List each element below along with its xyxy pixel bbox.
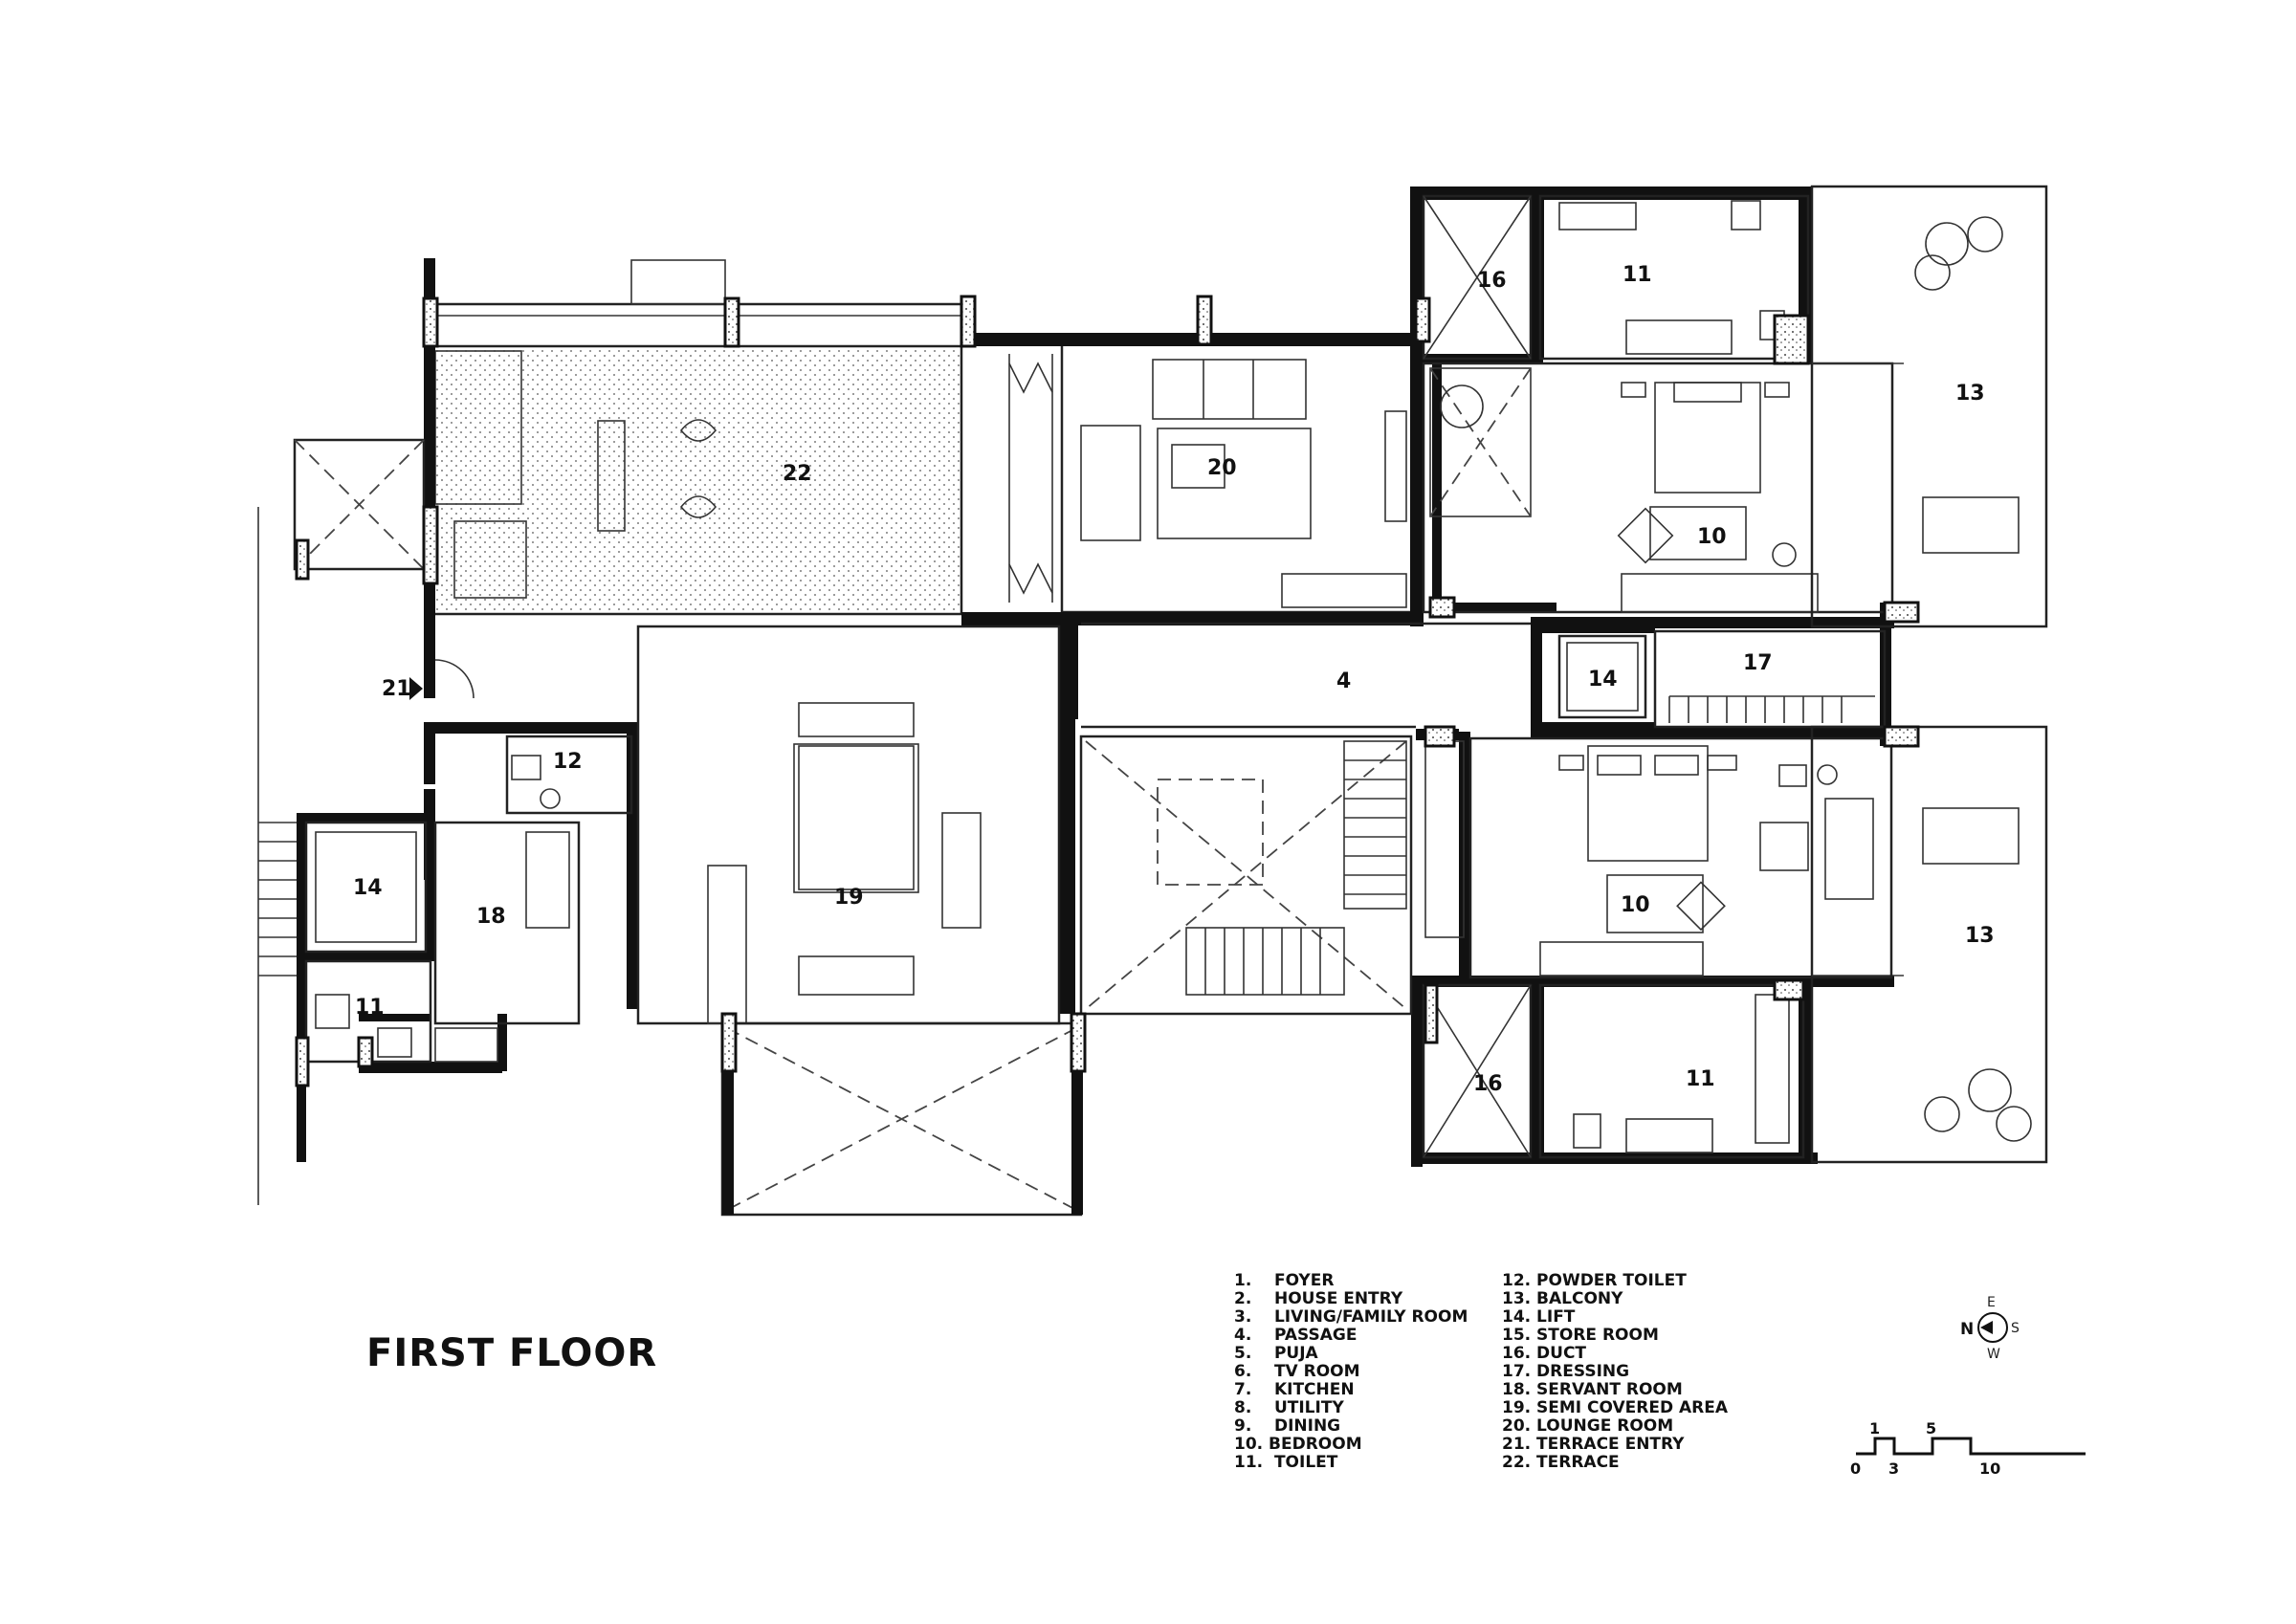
lift-14-upper	[1531, 622, 1655, 734]
void-below-19	[720, 1014, 1083, 1217]
legend-item: 7. KITCHEN	[1234, 1380, 1355, 1399]
duct-16-bottom	[1422, 983, 1533, 1159]
duct-16-top	[1422, 194, 1533, 361]
legend-left: 1. FOYER 2. HOUSE ENTRY 3. LIVING/FAMILY…	[1234, 1272, 1468, 1472]
scale-label-0: 0	[1850, 1459, 1861, 1478]
room-label-13: 13	[1965, 924, 1995, 948]
legend-item: 16. DUCT	[1502, 1344, 1587, 1363]
compass-west-label: W	[1987, 1347, 2000, 1362]
servant-room-18	[433, 821, 581, 1025]
room-label-18: 18	[476, 905, 506, 929]
toilet-11-top	[1538, 194, 1810, 361]
room-label-13: 13	[1955, 382, 1985, 406]
scale-label-10: 10	[1979, 1459, 2000, 1478]
legend-item: 21. TERRACE ENTRY	[1502, 1435, 1685, 1454]
stair-void	[1079, 735, 1413, 1016]
bedroom-10-upper	[1422, 362, 1894, 614]
compass-south-label: S	[2011, 1321, 2020, 1336]
legend-item: 9. DINING	[1234, 1416, 1341, 1436]
powder-toilet-12	[505, 735, 633, 815]
legend-item: 2. HOUSE ENTRY	[1234, 1289, 1403, 1308]
legend-item: 13. BALCONY	[1502, 1289, 1623, 1308]
legend-item: 1. FOYER	[1234, 1271, 1335, 1290]
legend-item: 20. LOUNGE ROOM	[1502, 1416, 1674, 1436]
room-label-17: 17	[1743, 651, 1773, 675]
room-label-21: 21	[382, 677, 411, 701]
toilet-11-bottom	[1538, 983, 1805, 1159]
room-label-10: 10	[1697, 525, 1727, 549]
legend-right: 12. POWDER TOILET 13. BALCONY 14. LIFT 1…	[1502, 1272, 1728, 1472]
terrace-22	[429, 259, 963, 616]
room-label-11: 11	[1623, 263, 1652, 287]
columns	[295, 295, 1920, 1087]
compass-east-label: E	[1987, 1295, 1996, 1310]
scale-label-1: 1	[1869, 1419, 1880, 1437]
legend-item: 5. PUJA	[1234, 1344, 1318, 1363]
drawing-title: FIRST FLOOR	[366, 1331, 658, 1375]
legend-item: 4. PASSAGE	[1234, 1326, 1358, 1345]
legend-item: 14. LIFT	[1502, 1307, 1576, 1327]
room-label-10: 10	[1621, 893, 1650, 917]
legend-item: 11. TOILET	[1234, 1453, 1338, 1472]
room-label-4: 4	[1336, 669, 1351, 693]
legend-item: 19. SEMI COVERED AREA	[1502, 1398, 1729, 1417]
legend-item: 17. DRESSING	[1502, 1362, 1630, 1381]
lift-14-left	[304, 821, 428, 954]
legend-item: 22. TERRACE	[1502, 1453, 1620, 1472]
compass-north-label: N	[1960, 1320, 1974, 1339]
toilet-11-left	[304, 959, 498, 1064]
room-label-11: 11	[355, 996, 385, 1020]
room-label-14: 14	[353, 876, 383, 900]
legend-item: 3. LIVING/FAMILY ROOM	[1234, 1307, 1468, 1327]
legend-item: 10. BEDROOM	[1234, 1435, 1362, 1454]
dressing-17	[1653, 629, 1887, 729]
room-label-20: 20	[1207, 456, 1237, 480]
legend-item: 12. POWDER TOILET	[1502, 1271, 1687, 1290]
scale-bar: 1 5 0 3 10	[1850, 1419, 2086, 1478]
room-label-16: 16	[1477, 269, 1507, 293]
room-numbers: 22 20 16 11 13 10 4 14 17 21 12 14 18 19…	[353, 263, 1995, 1096]
legend-item: 8. UTILITY	[1234, 1398, 1344, 1417]
legend-item: 18. SERVANT ROOM	[1502, 1380, 1683, 1399]
bedroom-10-lower	[1424, 736, 1893, 979]
balcony-13-bottom	[1810, 725, 2048, 1164]
left-duct	[257, 438, 426, 1205]
compass: N E S W	[1960, 1295, 2020, 1362]
room-label-16: 16	[1473, 1072, 1503, 1096]
legend-item: 15. STORE ROOM	[1502, 1326, 1659, 1345]
passage-4	[1081, 622, 1531, 729]
terrace-entry-arrow	[409, 659, 475, 700]
room-label-11: 11	[1686, 1067, 1715, 1091]
room-label-19: 19	[834, 886, 864, 910]
room-label-22: 22	[783, 462, 812, 486]
scale-label-3: 3	[1888, 1459, 1899, 1478]
legend-item: 6. TV ROOM	[1234, 1362, 1360, 1381]
room-label-12: 12	[553, 750, 583, 774]
scale-label-5: 5	[1926, 1419, 1936, 1437]
balcony-13-top	[1810, 185, 2048, 628]
room-label-14: 14	[1588, 668, 1618, 691]
semi-covered-19	[636, 625, 1061, 1025]
